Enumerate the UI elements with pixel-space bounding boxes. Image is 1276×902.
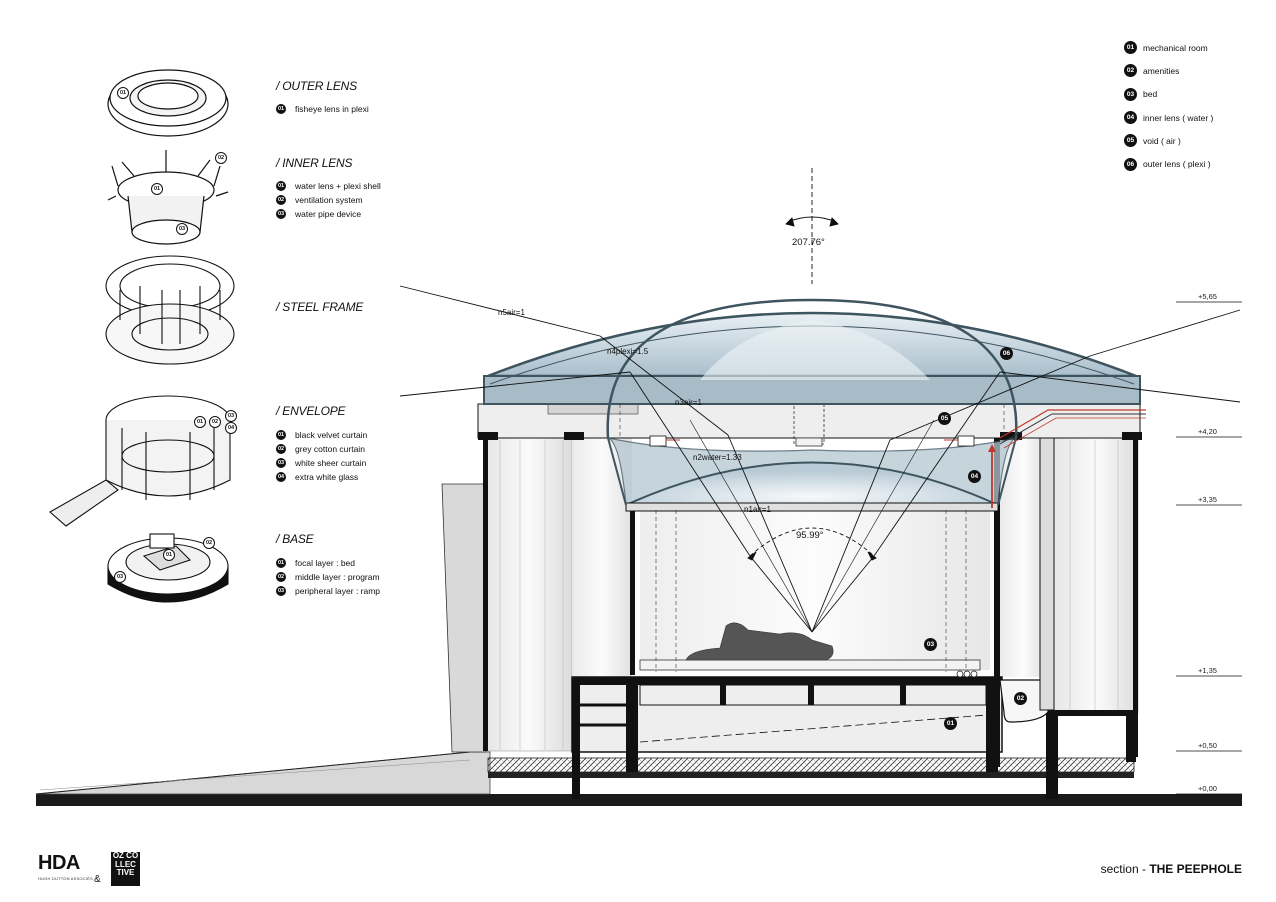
section-tag-amenities: 02 <box>1014 692 1027 705</box>
base-plinth <box>571 676 1136 799</box>
level-label: +5,65 <box>1198 292 1217 301</box>
section-tag-inner-lens: 04 <box>968 470 981 483</box>
envelope-left-wall <box>441 483 487 753</box>
component-steel-frame: / STEEL FRAME <box>276 300 363 314</box>
oz-collective-logo: OZ CO LLEC TIVE <box>111 851 140 886</box>
inner-lens-tag-3: 03 <box>176 223 188 235</box>
level-label: +0,00 <box>1198 784 1217 793</box>
envelope-tag-4: 04 <box>225 422 237 434</box>
oz-collective-logo-text: OZ CO LLEC TIVE <box>112 851 139 877</box>
exploded-outer-lens-illustration <box>107 69 229 137</box>
envelope-tag-1: 01 <box>194 416 206 428</box>
section-tag-bed: 03 <box>924 638 937 651</box>
n5-label: n5air=1 <box>498 308 525 317</box>
hidden-lines <box>619 404 1005 672</box>
level-label: +4,20 <box>1198 427 1217 436</box>
base-tag-1: 01 <box>163 549 175 561</box>
exploded-steel-frame-illustration <box>105 255 235 365</box>
outer-lens-tag: 01 <box>117 87 129 99</box>
section-tag-outer-lens: 06 <box>1000 347 1013 360</box>
level-lines <box>1176 301 1242 795</box>
base-tag-3: 03 <box>114 571 126 583</box>
angle-bottom-label: 95.99° <box>796 530 824 541</box>
exploded-envelope-illustration <box>49 395 231 527</box>
component-title: / OUTER LENS <box>276 79 357 93</box>
envelope-tag-2: 02 <box>209 416 221 428</box>
ampersand: & <box>94 874 101 885</box>
envelope-tag-3: 03 <box>225 410 237 422</box>
hda-subtitle: HUGH DUTTON ASSOCIÉS <box>38 876 93 881</box>
bed <box>639 622 981 678</box>
component-title: / INNER LENS <box>276 156 353 170</box>
component-title: / BASE <box>276 532 314 546</box>
ground <box>35 751 1242 806</box>
caption-title: THE PEEPHOLE <box>1149 862 1242 876</box>
section-tag-void: 05 <box>938 412 951 425</box>
section-tag-mechanical-room: 01 <box>944 717 957 730</box>
outer-lens <box>483 298 1141 506</box>
level-label: +3,35 <box>1198 495 1217 504</box>
exploded-inner-lens-illustration <box>107 150 229 245</box>
caption-prefix: section - <box>1100 862 1150 876</box>
component-title: / ENVELOPE <box>276 404 346 418</box>
base-tag-2: 02 <box>203 537 215 549</box>
ventilation-pipe <box>649 409 1146 508</box>
n1-label: n1air=1 <box>744 505 771 514</box>
n2-label: n2water=1.33 <box>693 453 742 462</box>
n3-label: n3air=1 <box>675 398 702 407</box>
level-label: +1,35 <box>1198 666 1217 675</box>
hda-logo: HDA HUGH DUTTON ASSOCIÉS <box>38 852 93 881</box>
sheet-caption: section - THE PEEPHOLE <box>1101 862 1242 876</box>
level-label: +0,50 <box>1198 741 1217 750</box>
hda-wordmark: HDA <box>38 852 80 874</box>
angle-top-label: 207.76° <box>792 237 825 248</box>
n4-label: n4plexi=1.5 <box>607 347 649 356</box>
inner-lens-tag-2: 02 <box>215 152 227 164</box>
optic-rays <box>399 168 1241 633</box>
inner-lens <box>607 437 1017 512</box>
inner-lens-tag-1: 01 <box>151 183 163 195</box>
component-title: / STEEL FRAME <box>276 300 364 314</box>
